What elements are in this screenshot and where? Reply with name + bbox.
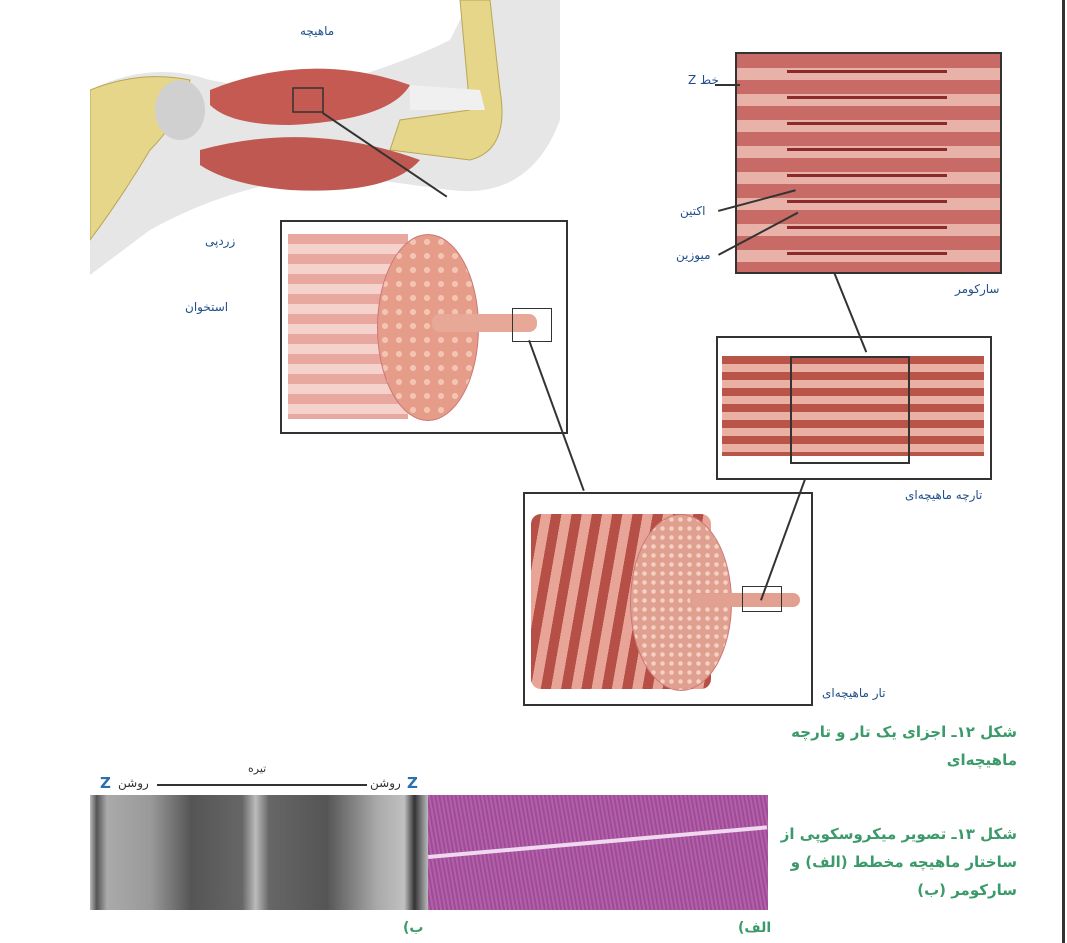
z-right: Z bbox=[407, 774, 418, 792]
page-edge bbox=[1062, 0, 1065, 943]
sarcomere-micrograph bbox=[90, 795, 428, 910]
label-tendon: زردپی bbox=[205, 234, 236, 248]
label-muscle-fiber: تار ماهیچه‌ای bbox=[822, 686, 886, 700]
light-left: روشن bbox=[118, 776, 149, 790]
figure-13-caption: شکل ۱۳ـ تصویر میکروسکوپی از ساختار ماهیچ… bbox=[781, 820, 1017, 904]
myosin-filaments bbox=[787, 62, 947, 262]
arm-drawing bbox=[89, 0, 560, 275]
caption-line: ماهیچه‌ای bbox=[946, 751, 1017, 769]
label-myofibril: تارچه ماهیچه‌ای bbox=[905, 488, 983, 502]
myofibril-strand bbox=[690, 593, 800, 607]
myofibril-stripes bbox=[722, 356, 984, 456]
dark-band-line bbox=[157, 784, 367, 786]
label-a: الف) bbox=[738, 920, 772, 936]
label-sarcomere: سارکومر bbox=[955, 282, 1000, 296]
sarcomere-box bbox=[735, 52, 1002, 274]
arm-illustration bbox=[89, 0, 560, 275]
figure-12-caption: شکل ۱۲ـ اجزای یک تار و تارچه ماهیچه‌ای bbox=[791, 718, 1017, 774]
label-myosin: میوزین bbox=[676, 248, 711, 262]
fiber-strand bbox=[432, 314, 537, 332]
label-actin: اکتین bbox=[680, 204, 706, 218]
dark-label: تیره bbox=[248, 762, 267, 775]
nucleus-line bbox=[428, 825, 768, 859]
label-muscle: ماهیچه bbox=[300, 24, 335, 38]
zoom-rect bbox=[742, 586, 782, 612]
muscle-fiber-box bbox=[523, 492, 813, 706]
z-left: Z bbox=[100, 774, 111, 792]
caption-line: شکل ۱۳ـ تصویر میکروسکوپی از bbox=[780, 825, 1017, 843]
zoom-rect bbox=[512, 308, 552, 342]
fascicle-box bbox=[280, 220, 568, 434]
connector-line bbox=[715, 84, 740, 86]
light-right: روشن bbox=[370, 776, 401, 790]
label-bone: استخوان bbox=[185, 300, 229, 314]
myofibril-box bbox=[716, 336, 992, 480]
sarcomere-highlight bbox=[790, 356, 910, 464]
label-b: ب) bbox=[403, 920, 424, 936]
caption-line: سارکومر (ب) bbox=[917, 881, 1017, 899]
caption-line: شکل ۱۲ـ اجزای یک تار و تارچه bbox=[791, 723, 1017, 741]
striated-muscle-micrograph bbox=[428, 795, 768, 910]
label-z-line: خط Z bbox=[688, 73, 719, 87]
caption-line: ساختار ماهیچه مخطط (الف) و bbox=[790, 853, 1017, 871]
